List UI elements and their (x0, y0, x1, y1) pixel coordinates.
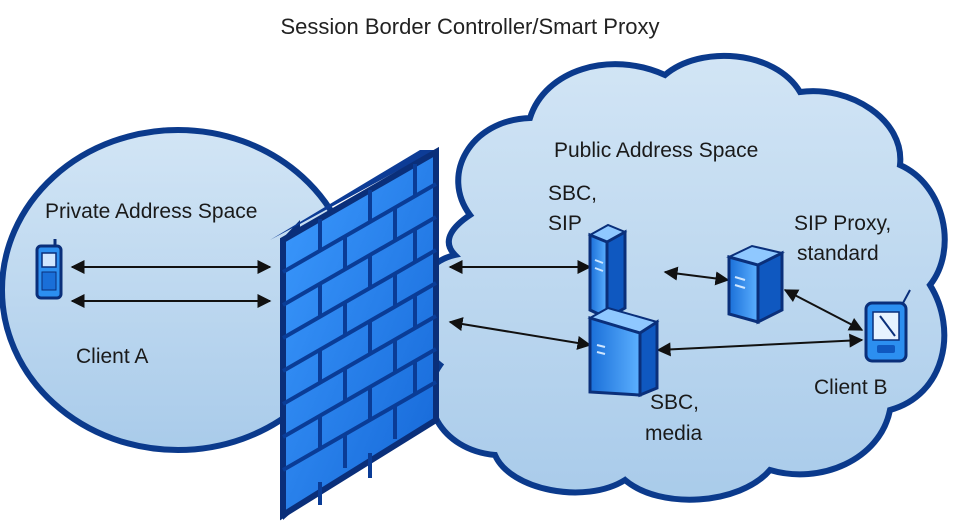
private-zone-label: Private Address Space (45, 200, 257, 223)
sbc-sip-label-line1: SBC, (548, 182, 597, 205)
diagram-title: Session Border Controller/Smart Proxy (280, 14, 660, 39)
client-a-label: Client A (76, 345, 148, 368)
sbc-media-server-icon (587, 306, 660, 398)
sbc-media-label-line2: media (645, 422, 703, 445)
link-proxy-clientB (783, 289, 864, 331)
sip-proxy-label-line1: SIP Proxy, (794, 212, 891, 235)
client-b-pda-icon (864, 289, 911, 363)
client-a-phone-icon (35, 239, 63, 300)
link-firewall-sbc-media (448, 317, 592, 350)
link-sbc-media-clientB (656, 333, 864, 357)
sip-proxy-label-line2: standard (797, 242, 879, 265)
sip-proxy-server-icon (726, 244, 785, 325)
public-zone-label: Public Address Space (554, 139, 758, 162)
sbc-sip-label-line2: SIP (548, 212, 582, 235)
link-sbc-sip-proxy (663, 266, 730, 286)
connections (70, 260, 864, 357)
sbc-media-label-line1: SBC, (650, 391, 699, 414)
sbc-sip-server-icon (587, 223, 628, 321)
firewall-icon (270, 146, 439, 521)
client-b-label: Client B (814, 376, 888, 399)
